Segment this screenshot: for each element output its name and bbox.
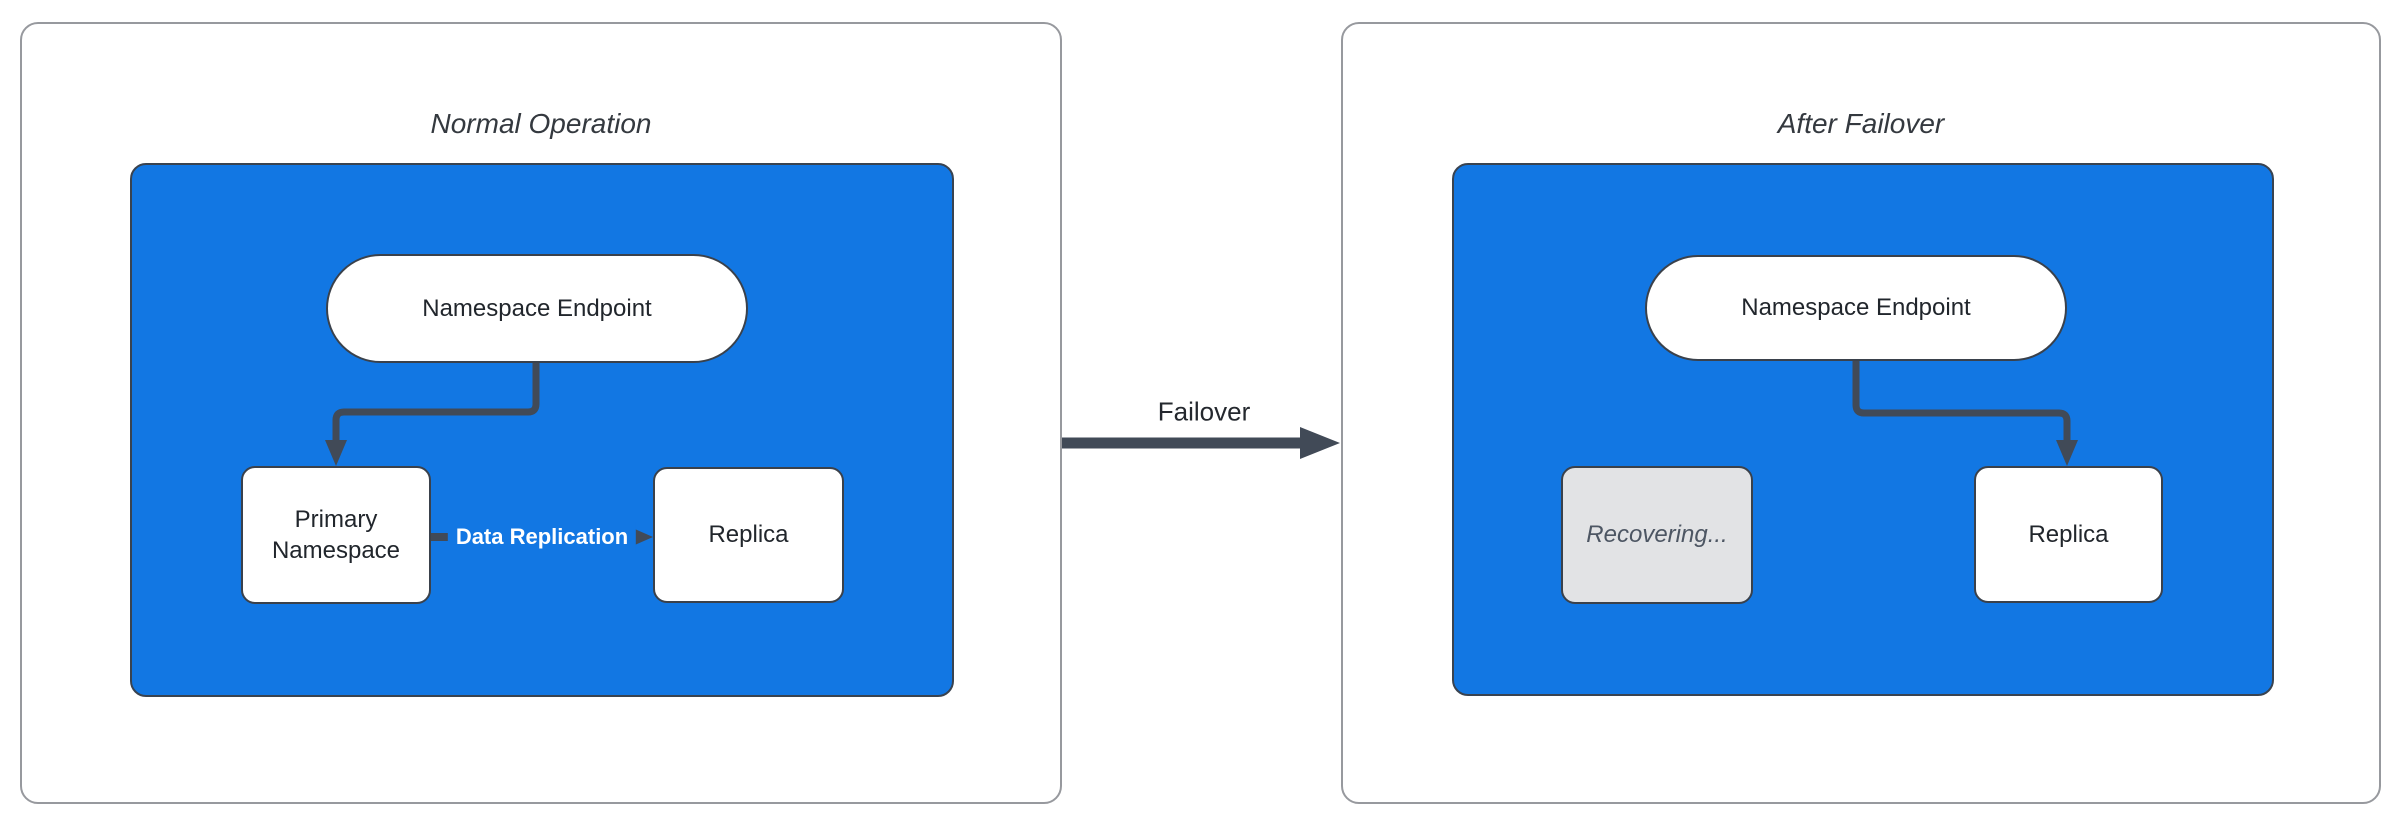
node-namespace-endpoint-failover: Namespace Endpoint	[1645, 255, 2067, 361]
node-replica-failover: Replica	[1974, 466, 2163, 603]
arrowhead-right-icon	[1300, 427, 1340, 459]
edge-failover-transition	[1062, 427, 1340, 459]
node-label: Replica	[2028, 520, 2109, 548]
edge-label-data-replication: Data Replication	[447, 522, 637, 552]
namespace-container-failover	[1452, 163, 2274, 696]
node-replica-normal: Replica	[653, 467, 844, 603]
panel-title-after-failover: After Failover	[1777, 108, 1945, 139]
node-label: Primary Namespace	[271, 505, 401, 564]
node-primary-namespace: Primary Namespace	[241, 466, 431, 604]
node-label: Namespace Endpoint	[422, 294, 652, 322]
node-label: Recovering...	[1586, 521, 1728, 549]
node-label: Namespace Endpoint	[1741, 294, 1971, 322]
node-recovering: Recovering...	[1561, 466, 1753, 604]
node-label: Replica	[708, 521, 789, 549]
node-namespace-endpoint-normal: Namespace Endpoint	[326, 254, 748, 363]
panel-title-normal-operation: Normal Operation	[430, 108, 652, 139]
namespace-container-normal	[130, 163, 954, 697]
transition-label-failover: Failover	[1157, 396, 1251, 427]
